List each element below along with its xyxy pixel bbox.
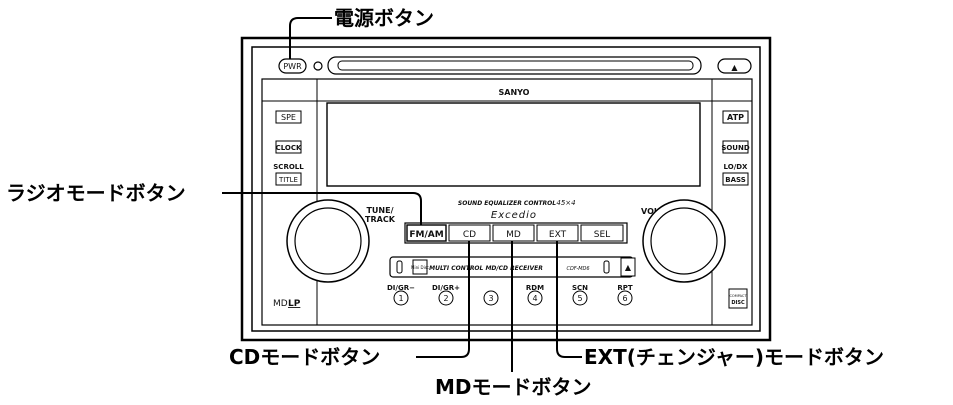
md-button-label: MD — [506, 230, 521, 240]
eject-button[interactable] — [717, 58, 752, 74]
preset-4-label: 4 — [532, 294, 537, 303]
md-eject-button[interactable] — [620, 257, 636, 277]
preset-1-button[interactable] — [393, 290, 409, 306]
vol-knob-inner[interactable] — [650, 207, 718, 275]
multi-control-label: MULTI CONTROL MD/CD RECEIVER — [429, 265, 543, 272]
bass-button-label: BASS — [725, 176, 746, 184]
atp-button[interactable] — [722, 110, 749, 124]
preset-3-button[interactable] — [483, 290, 499, 306]
preset-2-button[interactable] — [438, 290, 454, 306]
preset-5-button[interactable] — [572, 290, 588, 306]
preset-4-button[interactable] — [527, 290, 543, 306]
callout-power: 電源ボタン — [334, 6, 434, 30]
spe-button[interactable] — [275, 110, 302, 124]
ext-button-label: EXT — [549, 230, 567, 240]
spe-button-label: SPE — [281, 113, 296, 122]
bass-button[interactable] — [722, 172, 749, 186]
lodx-label: LO/DX — [724, 163, 749, 171]
preset-6-label: 6 — [622, 294, 627, 303]
tune-label-line1: TUNE/ — [366, 206, 393, 215]
cd-button-label: CD — [463, 230, 476, 240]
md-lp-logo-lp: LP — [288, 299, 301, 309]
power-button-label: PWR — [283, 62, 302, 71]
clock-button[interactable] — [275, 140, 302, 154]
cd-callout-line — [416, 241, 470, 358]
fm-am-button-label: FM/AM — [409, 230, 443, 240]
md-button[interactable] — [492, 224, 535, 242]
sound-button-label: SOUND — [721, 144, 750, 152]
indicator-led — [313, 61, 323, 71]
sel-button-label: SEL — [594, 230, 610, 240]
power-button[interactable] — [278, 58, 307, 74]
mini-disc-logo — [412, 259, 428, 275]
sel-button[interactable] — [580, 224, 624, 242]
series-logo: Excedio — [491, 210, 537, 221]
cd-logo-line1: COMPACT — [729, 294, 747, 298]
mini-disc-logo-text: Mini Disc — [411, 265, 429, 270]
vol-label: VOL — [641, 207, 659, 216]
power-callout-line — [289, 17, 332, 59]
model-label: CDF-MD6 — [566, 266, 589, 272]
atp-button-label: ATP — [727, 113, 744, 122]
tune-label-line2: TRACK — [365, 215, 396, 224]
sound-button[interactable] — [722, 140, 749, 154]
fm-am-button[interactable] — [406, 224, 447, 242]
preset-3-label: 3 — [488, 294, 493, 303]
eject-icon: ▲ — [731, 63, 738, 72]
radio-callout-line — [222, 192, 422, 225]
title-button-label: TITLE — [278, 176, 298, 184]
display-window — [326, 102, 701, 187]
preset-6-button[interactable] — [617, 290, 633, 306]
cd-slot — [337, 60, 694, 71]
preset-2-top: DI/GR+ — [432, 284, 460, 292]
title-button[interactable] — [275, 172, 302, 186]
brand-logo: SANYO — [499, 88, 530, 97]
ext-callout-line — [556, 241, 582, 358]
preset-6-top: RPT — [617, 284, 633, 292]
sound-eq-label: SOUND EQUALIZER CONTROL — [458, 200, 556, 207]
callout-cd: CDモードボタン — [229, 345, 380, 369]
tune-knob-inner[interactable] — [294, 207, 362, 275]
md-lp-logo-md: MD — [273, 299, 288, 309]
preset-1-label: 1 — [398, 294, 403, 303]
callout-radio: ラジオモードボタン — [6, 181, 186, 205]
compact-disc-logo — [728, 288, 748, 309]
scroll-label: SCROLL — [273, 163, 304, 171]
preset-2-label: 2 — [443, 294, 448, 303]
callout-ext: EXT(チェンジャー)モードボタン — [584, 345, 884, 369]
callout-md: MDモードボタン — [435, 375, 592, 399]
preset-5-label: 5 — [577, 294, 582, 303]
md-slot-right-notch — [603, 260, 610, 274]
preset-1-top: DI/GR− — [387, 284, 415, 292]
preset-5-top: SCN — [572, 284, 588, 292]
md-eject-icon: ▲ — [625, 263, 632, 272]
preset-buttons: DI/GR− 1 DI/GR+ 2 3 RDM 4 SCN 5 RPT 6 — [387, 284, 633, 306]
clock-button-label: CLOCK — [276, 144, 302, 152]
cd-logo-line2: DISC — [731, 300, 745, 306]
preset-4-top: RDM — [526, 284, 544, 292]
md-slot-left-notch — [396, 260, 403, 274]
sound-eq-power: 45×4 — [556, 199, 575, 207]
